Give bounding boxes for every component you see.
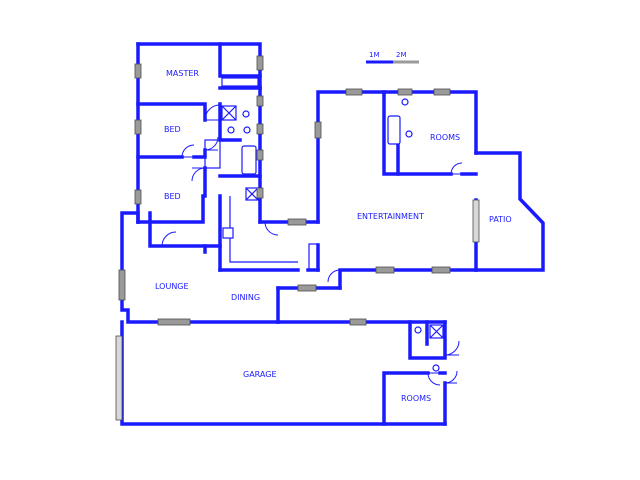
wall-entertainment-top [316, 90, 478, 224]
label-rooms-lower: ROOMS [401, 394, 431, 403]
shower-drain-icon-2 [245, 187, 259, 201]
window-bath-4 [256, 187, 264, 199]
basin-icon [227, 126, 235, 134]
interior-walls [136, 42, 478, 426]
shower-drain-icon [221, 105, 237, 121]
window-ent-left [314, 121, 322, 139]
shower-drain-icon-3 [429, 324, 444, 339]
wardrobe-bed [204, 139, 221, 169]
label-bed-1: BED [164, 125, 181, 134]
door-entertainment [327, 269, 341, 283]
cupboard [308, 243, 319, 271]
kitchen-counter [229, 196, 298, 263]
wall-entertainment-bottom [338, 268, 478, 290]
room-labels: MASTER BED BED ROOMS ENTERTAINMENT PATIO… [155, 69, 512, 403]
wall-patio [474, 151, 545, 272]
door-bed-closet [181, 144, 195, 158]
window-dining [297, 284, 317, 292]
toilet-icon [242, 110, 250, 118]
wall-rooms-upper-left [382, 90, 453, 176]
basin-icon-3 [405, 130, 413, 138]
label-entertainment: ENTERTAINMENT [357, 212, 424, 221]
door-rooms-upper [450, 162, 463, 175]
wall-lounge [120, 211, 280, 324]
wall-wc [408, 320, 447, 360]
wardrobe-master [221, 77, 259, 87]
window-bed2 [134, 189, 142, 205]
window-ent-top [345, 88, 363, 96]
door-storeroom [444, 370, 458, 384]
window-bed1 [134, 119, 142, 135]
label-dining: DINING [231, 293, 260, 302]
doors [161, 104, 463, 386]
wall-master-bed [136, 102, 207, 122]
label-master: MASTER [166, 69, 199, 78]
window-lounge [118, 269, 126, 301]
wall-wardrobe [218, 42, 262, 78]
bathtub-icon-2 [387, 115, 401, 145]
door-passage [264, 221, 279, 236]
window-bath-1 [256, 95, 264, 107]
window-bath-top [397, 88, 413, 96]
wall-master-top [136, 42, 262, 90]
scale-bar: 1M 2M [366, 51, 419, 64]
door-bed1 [204, 136, 219, 151]
label-bed-2: BED [164, 192, 181, 201]
wall-lounge-top [148, 211, 222, 248]
basin-icon-2 [243, 126, 251, 134]
bathtub-icon [241, 145, 257, 175]
window-passage [287, 218, 307, 226]
sliding-door-patio [472, 199, 480, 243]
door-bed2 [191, 167, 206, 182]
exterior-walls [120, 42, 545, 426]
label-rooms-upper: ROOMS [430, 133, 460, 142]
door-master [204, 104, 221, 121]
windows [115, 55, 480, 421]
fixtures [221, 98, 444, 372]
label-patio: PATIO [489, 215, 512, 224]
scale-label-2m: 2M [396, 51, 407, 59]
window-lounge-bottom [157, 318, 191, 326]
garage-door [115, 335, 123, 421]
window-bath-3 [256, 149, 264, 161]
window-master-left [134, 63, 142, 79]
window-garage-top [349, 318, 367, 326]
window-ent-bottom-2 [431, 266, 451, 274]
scale-label-1m: 1M [369, 51, 380, 59]
wall-bed-bed-b [192, 148, 207, 159]
label-lounge: LOUNGE [155, 282, 189, 291]
wall-storeroom-top [382, 371, 430, 426]
door-wc [444, 340, 460, 356]
window-ent-bottom-1 [375, 266, 395, 274]
counters [204, 77, 319, 323]
door-lounge [161, 231, 177, 247]
window-master-right [256, 55, 264, 71]
label-garage: GARAGE [243, 370, 277, 379]
stove-icon [222, 227, 234, 239]
window-rooms-top [433, 88, 451, 96]
geyser-icon [432, 364, 440, 372]
wall-bed-bottom [136, 194, 205, 224]
toilet-icon-3 [414, 326, 422, 334]
door-storeroom-inner [427, 372, 441, 386]
window-bath-2 [256, 123, 264, 135]
toilet-icon-2 [401, 98, 409, 106]
